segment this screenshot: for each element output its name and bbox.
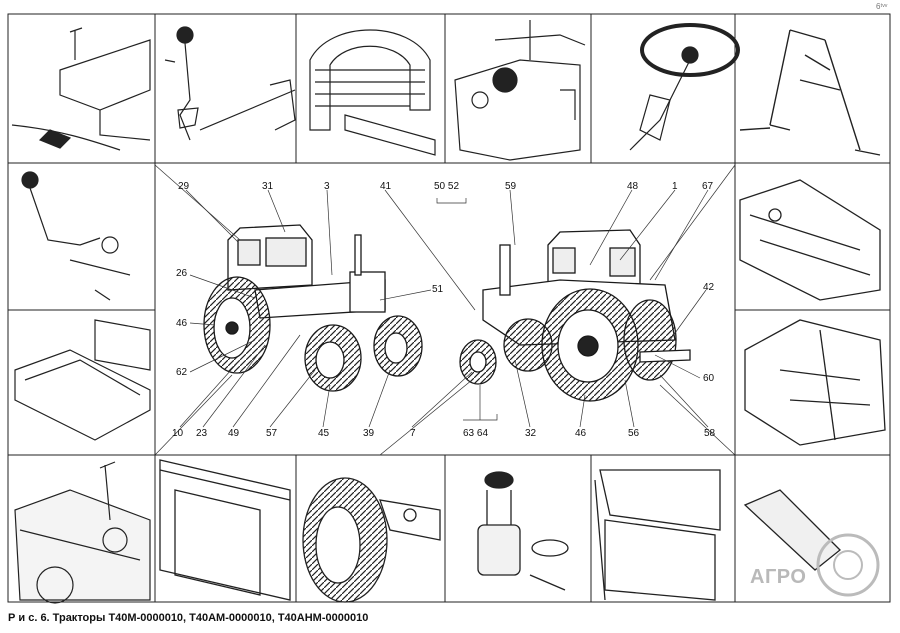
tractor-rear-view [459, 229, 691, 402]
panel-fuel-line [11, 27, 151, 151]
panel-hitch-arms [739, 29, 881, 156]
callout-57: 57 [266, 428, 278, 439]
callout-numbers: 29 31 3 41 50 52 59 48 1 67 26 51 42 46 … [172, 181, 716, 439]
panel-counterweights [309, 29, 436, 156]
panel-gearbox [14, 461, 151, 604]
callout-48: 48 [627, 181, 639, 192]
callout-31: 31 [262, 181, 274, 192]
panel-linkage-right [739, 179, 881, 301]
callout-59: 59 [505, 181, 517, 192]
panel-cab-panel [594, 469, 721, 601]
callout-51: 51 [432, 284, 444, 295]
page-marker: 6ᵗᵛᵛ [876, 2, 888, 11]
panel-hood-side [159, 459, 291, 601]
callout-49: 49 [228, 428, 240, 439]
panel-hand-lever [21, 171, 131, 301]
callout-67: 67 [702, 181, 714, 192]
tractor-front-view [203, 224, 423, 392]
panel-fuel-pump [454, 20, 586, 161]
panel-grid [7, 13, 891, 603]
callout-63-64: 63 64 [463, 428, 488, 439]
figure-caption: Р и с. 6. Тракторы Т40М-0000010, Т40АМ-0… [8, 612, 369, 624]
callout-58: 58 [704, 428, 716, 439]
panel-tire-axle [302, 477, 441, 603]
leader-lines [154, 164, 736, 456]
callout-1: 1 [672, 181, 678, 192]
panel-floor-plate [14, 319, 151, 441]
callout-23: 23 [196, 428, 208, 439]
callout-7: 7 [410, 428, 416, 439]
callout-42: 42 [703, 282, 715, 293]
panel-gear-lever [164, 26, 296, 141]
callout-3: 3 [324, 181, 330, 192]
callout-39: 39 [363, 428, 375, 439]
callout-29: 29 [178, 181, 190, 192]
callout-45: 45 [318, 428, 330, 439]
callout-56: 56 [628, 428, 640, 439]
callout-46-front: 46 [176, 318, 188, 329]
callout-26: 26 [176, 268, 188, 279]
watermark-logo: АГРО [750, 566, 807, 588]
callout-46-rear: 46 [575, 428, 587, 439]
panel-driveshaft [743, 489, 880, 597]
callout-32: 32 [525, 428, 537, 439]
panel-lift-mechanism [744, 319, 886, 446]
callout-60: 60 [703, 373, 715, 384]
callout-41: 41 [380, 181, 392, 192]
callout-62: 62 [176, 367, 188, 378]
panel-air-filter [477, 471, 569, 591]
callout-10: 10 [172, 428, 184, 439]
callout-50-52: 50 52 [434, 181, 459, 192]
panel-steering-wheel [629, 23, 740, 151]
